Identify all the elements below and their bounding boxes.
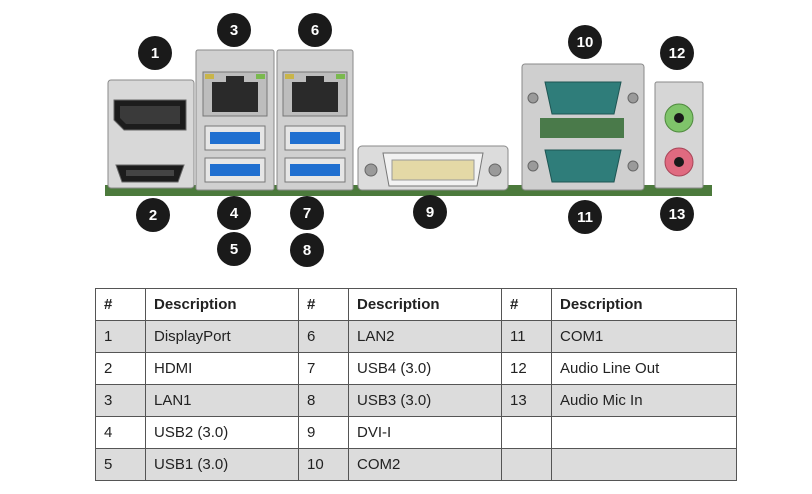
col-header-num-2: # bbox=[298, 288, 349, 321]
table-cell: COM1 bbox=[551, 320, 737, 353]
callout-2: 2 bbox=[136, 198, 170, 232]
table-cell: DVI-I bbox=[348, 416, 502, 449]
callout-10: 10 bbox=[568, 25, 602, 59]
usb3-port-icon bbox=[284, 157, 346, 183]
port-legend-table: # Description # Description # Descriptio… bbox=[95, 288, 737, 481]
col-header-desc-1: Description bbox=[145, 288, 299, 321]
lan2-usb-stack bbox=[276, 49, 354, 191]
table-cell bbox=[501, 448, 552, 481]
table-cell: 1 bbox=[95, 320, 146, 353]
video-port-housing bbox=[107, 79, 195, 189]
svg-text:3: 3 bbox=[230, 22, 238, 39]
table-row: 4 USB2 (3.0) 9 DVI-I bbox=[95, 416, 737, 449]
table-row: 1 DisplayPort 6 LAN2 11 COM1 bbox=[95, 320, 737, 353]
table-cell: Audio Mic In bbox=[551, 384, 737, 417]
callout-4: 4 bbox=[217, 196, 251, 230]
usb4-port-icon bbox=[284, 125, 346, 151]
dvi-i-connector-icon bbox=[357, 145, 509, 191]
table-cell: 12 bbox=[501, 352, 552, 385]
col-header-num-3: # bbox=[501, 288, 552, 321]
table-cell: DisplayPort bbox=[145, 320, 299, 353]
displayport-connector-icon bbox=[113, 99, 187, 131]
col-header-desc-3: Description bbox=[551, 288, 737, 321]
callout-13: 13 bbox=[660, 197, 694, 231]
svg-text:13: 13 bbox=[669, 206, 686, 223]
table-header-row: # Description # Description # Descriptio… bbox=[95, 288, 737, 321]
db9-com2-icon bbox=[527, 81, 639, 115]
db9-com1-icon bbox=[527, 149, 639, 183]
table-cell bbox=[501, 416, 552, 449]
table-cell: 10 bbox=[298, 448, 349, 481]
table-cell bbox=[551, 416, 737, 449]
svg-text:10: 10 bbox=[577, 34, 594, 51]
callout-12: 12 bbox=[660, 36, 694, 70]
callout-8: 8 bbox=[290, 233, 324, 267]
table-row: 5 USB1 (3.0) 10 COM2 bbox=[95, 448, 737, 481]
col-header-num-1: # bbox=[95, 288, 146, 321]
table-cell bbox=[551, 448, 737, 481]
col-header-desc-2: Description bbox=[348, 288, 502, 321]
table-cell: 3 bbox=[95, 384, 146, 417]
usb2-port-icon bbox=[204, 125, 266, 151]
callout-9: 9 bbox=[413, 195, 447, 229]
table-row: 2 HDMI 7 USB4 (3.0) 12 Audio Line Out bbox=[95, 352, 737, 385]
callout-3: 3 bbox=[217, 13, 251, 47]
table-row: 3 LAN1 8 USB3 (3.0) 13 Audio Mic In bbox=[95, 384, 737, 417]
rj45-lan1-icon bbox=[202, 71, 268, 117]
hdmi-connector-icon bbox=[115, 164, 185, 183]
svg-text:6: 6 bbox=[311, 22, 319, 39]
table-cell: 9 bbox=[298, 416, 349, 449]
table-cell: 2 bbox=[95, 352, 146, 385]
audio-mic-in-jack-icon bbox=[664, 147, 694, 177]
table-cell: 5 bbox=[95, 448, 146, 481]
callout-6: 6 bbox=[298, 13, 332, 47]
table-cell: USB4 (3.0) bbox=[348, 352, 502, 385]
svg-text:2: 2 bbox=[149, 207, 157, 224]
audio-line-out-jack-icon bbox=[664, 103, 694, 133]
svg-text:8: 8 bbox=[303, 242, 311, 259]
table-cell: 13 bbox=[501, 384, 552, 417]
svg-text:1: 1 bbox=[151, 45, 159, 62]
table-cell: LAN2 bbox=[348, 320, 502, 353]
svg-text:12: 12 bbox=[669, 45, 686, 62]
svg-text:7: 7 bbox=[303, 205, 311, 222]
table-cell: USB2 (3.0) bbox=[145, 416, 299, 449]
lan1-usb-stack bbox=[195, 49, 275, 191]
audio-jack-stack bbox=[654, 81, 704, 189]
svg-text:5: 5 bbox=[230, 241, 238, 258]
table-cell: USB1 (3.0) bbox=[145, 448, 299, 481]
table-cell: HDMI bbox=[145, 352, 299, 385]
svg-text:9: 9 bbox=[426, 204, 434, 221]
callout-11: 11 bbox=[568, 200, 602, 234]
table-cell: 8 bbox=[298, 384, 349, 417]
table-cell: USB3 (3.0) bbox=[348, 384, 502, 417]
table-cell: LAN1 bbox=[145, 384, 299, 417]
table-cell: 7 bbox=[298, 352, 349, 385]
svg-text:11: 11 bbox=[577, 209, 593, 226]
callout-5: 5 bbox=[217, 232, 251, 266]
rj45-lan2-icon bbox=[282, 71, 348, 117]
table-cell: 11 bbox=[501, 320, 552, 353]
table-cell: 6 bbox=[298, 320, 349, 353]
svg-text:4: 4 bbox=[230, 205, 239, 222]
table-cell: 4 bbox=[95, 416, 146, 449]
callout-1: 1 bbox=[138, 36, 172, 70]
table-cell: Audio Line Out bbox=[551, 352, 737, 385]
table-cell: COM2 bbox=[348, 448, 502, 481]
callout-7: 7 bbox=[290, 196, 324, 230]
serial-port-stack bbox=[521, 63, 645, 191]
usb1-port-icon bbox=[204, 157, 266, 183]
rear-io-panel-diagram: 1 2 3 4 5 6 7 8 9 10 11 12 13 bbox=[105, 13, 712, 267]
